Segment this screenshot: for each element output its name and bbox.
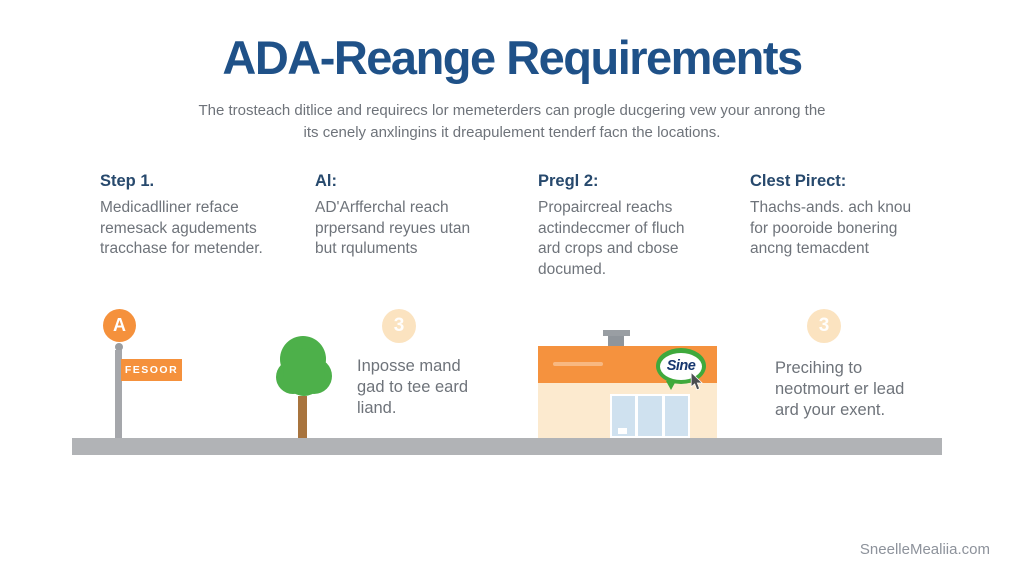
store-roof-fixture [603,330,630,336]
step-column-1: Step 1. Medicadlliner reface remesack ag… [100,172,310,260]
door-panel [638,396,662,436]
door-panel [612,396,636,436]
store-roof-fixture [608,336,624,346]
step-1-heading: Step 1. [100,172,155,190]
step-4-heading: Clest Pirect: [750,172,847,190]
sign-pole-cap [115,343,123,351]
step-2-heading: Al: [315,172,337,190]
tree-icon [283,348,325,396]
step-column-4: Clest Pirect: Thachs-ands. ach knou for … [750,172,965,260]
note-text-mid: Inposse mand gad to tee eard liand. [357,357,469,417]
step-2-body: AD'Arfferchal reach prpersand reyues uta… [315,199,471,257]
number-badge-mid: 3 [382,309,416,343]
step-4-body: Thachs-ands. ach knou for pooroide boner… [750,199,912,257]
store-logo-tail [666,381,676,390]
door-panel [664,396,688,436]
watermark: SneelleMealiia.com [859,541,990,558]
step-3-heading: Pregl 2: [538,172,599,190]
page-title: ADA-Reange Requirements [222,31,803,84]
store-awning-sign-line [553,362,603,366]
store-logo-badge: Sine [656,348,706,384]
street-sign: FESOOR [121,359,182,381]
tree-trunk [298,396,307,438]
note-text-right: Precihing to neotmourt er lead ard your … [775,359,905,419]
step-column-3: Pregl 2: Propaircreal reachs actindeccme… [538,172,753,280]
door-handle [618,428,627,434]
step-1-body: Medicadlliner reface remesack agudements… [100,199,263,257]
number-badge-right: 3 [807,309,841,343]
marker-a-badge: A [103,309,136,342]
step-column-2: Al: AD'Arfferchal reach prpersand reyues… [315,172,525,260]
step-3-body: Propaircreal reachs actindeccmer of fluc… [538,199,685,278]
ground-strip [72,438,942,455]
store-logo-text: Sine [660,352,702,380]
store-glass-doors [610,394,690,438]
page-subtitle: The trosteach ditlice and requirecs lor … [198,102,826,141]
sign-pole [115,350,122,440]
mouse-cursor-icon [690,372,703,391]
